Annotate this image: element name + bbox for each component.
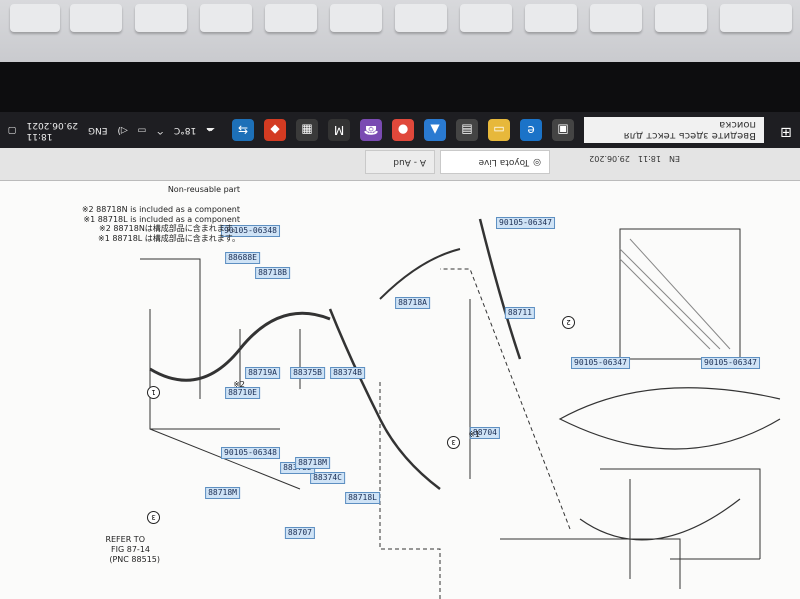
key <box>655 4 707 32</box>
weather-icon[interactable]: ☁ <box>206 125 216 135</box>
tab-label: A - Aud <box>393 157 426 167</box>
battery-icon[interactable]: ▭ <box>137 125 147 135</box>
dashed-line <box>379 379 441 599</box>
calculator-icon[interactable]: ▦ <box>296 119 318 141</box>
tab-other[interactable]: A - Aud <box>365 150 435 174</box>
part-label-90105-06347[interactable]: 90105-06347 <box>496 217 555 229</box>
line <box>500 538 681 589</box>
pipe <box>149 311 331 382</box>
teamviewer-icon[interactable]: ⇆ <box>232 119 254 141</box>
pnc-text: (PNC 88515) <box>109 555 160 564</box>
screen: 88707 88718L 88374C 88375D 88718M 88718M… <box>0 112 800 599</box>
clock-date: 29.06.2021 <box>26 120 79 130</box>
screen-inner: 88707 88718L 88374C 88375D 88718M 88718M… <box>0 112 800 599</box>
dashed-line <box>440 268 571 530</box>
part-label-88718M[interactable]: 88718M <box>205 487 240 499</box>
viber-icon[interactable]: ☎ <box>360 119 382 141</box>
remote-date: 29.06.202 <box>589 154 630 163</box>
part-label-90105-06347[interactable]: 90105-06347 <box>701 357 760 369</box>
part-label-88718A[interactable]: 88718A <box>395 297 430 309</box>
lang-indicator[interactable]: ENG <box>88 125 108 135</box>
pipe <box>379 248 461 300</box>
system-tray: ☁ 18°C ^ ▭ ◁) ENG 18:11 29.06.2021 ▢ <box>8 119 215 141</box>
tab-label: Toyota Live <box>478 157 530 167</box>
part-label-88374B[interactable]: 88374B <box>330 367 365 379</box>
line <box>600 468 761 559</box>
note-jp-2: ※2 88718Nは構成部品に含まれます。 <box>99 224 240 233</box>
chevron-up-icon[interactable]: ^ <box>156 125 164 135</box>
key <box>395 4 447 32</box>
diagram-lines <box>140 218 781 599</box>
task-view-icon[interactable]: ▣ <box>552 119 574 141</box>
volume-icon[interactable]: ◁) <box>117 125 128 135</box>
file-explorer-icon[interactable]: ▭ <box>488 119 510 141</box>
part-label-90105-06347[interactable]: 90105-06347 <box>571 357 630 369</box>
clock-time: 18:11 <box>26 131 53 141</box>
key <box>330 4 382 32</box>
part-label-88718M[interactable]: 88718M <box>295 457 330 469</box>
tab-toyota-live[interactable]: ◎ Toyota Live <box>440 150 550 174</box>
body-outline <box>579 498 741 541</box>
part-label-90105-06348[interactable]: 90105-06348 <box>221 447 280 459</box>
callout-3: 3 <box>147 511 160 524</box>
line <box>149 309 301 490</box>
remote-tray: EN 18:11 29.06.202 <box>589 154 680 163</box>
mail-icon[interactable]: M <box>328 119 350 141</box>
star-note-1: ※1 <box>468 430 480 439</box>
toyota-logo-icon: ◎ <box>533 157 541 167</box>
condenser-outline <box>619 228 741 360</box>
refer-text: REFER TO <box>105 535 145 544</box>
callout-1: 1 <box>147 386 160 399</box>
part-label-88375B[interactable]: 88375B <box>290 367 325 379</box>
line <box>140 258 201 399</box>
hose <box>478 218 522 360</box>
start-icon[interactable]: ⊞ <box>780 124 792 140</box>
office-icon[interactable]: ◆ <box>264 119 286 141</box>
store-icon[interactable]: ▤ <box>456 119 478 141</box>
monitor-bezel <box>0 62 800 114</box>
body-outline <box>558 387 781 450</box>
notifications-icon[interactable]: ▢ <box>8 125 17 135</box>
key <box>265 4 317 32</box>
key <box>720 4 792 32</box>
part-label-88688E[interactable]: 88688E <box>225 252 260 264</box>
callout-2: 2 <box>562 316 575 329</box>
browser-tabbar: ◎ Toyota Live A - Aud EN 18:11 29.06.202 <box>0 148 800 181</box>
part-label-88719A[interactable]: 88719A <box>245 367 280 379</box>
key <box>590 4 642 32</box>
taskbar-search-input[interactable]: Введите здесь текст для поиска <box>584 117 764 143</box>
clock[interactable]: 18:11 29.06.2021 <box>27 119 79 141</box>
keyboard-area <box>0 0 800 72</box>
part-label-88718B[interactable]: 88718B <box>255 267 290 279</box>
hose <box>328 308 441 490</box>
star-note-2: ※2 <box>233 380 245 389</box>
photos-icon[interactable]: ▲ <box>424 119 446 141</box>
key <box>70 4 122 32</box>
remote-time: 18:11 <box>637 154 661 163</box>
remote-lang: EN <box>668 154 680 163</box>
key <box>10 4 60 32</box>
note-en-1: ※1 88718L is included as a component <box>83 215 240 224</box>
callout-3: 3 <box>447 436 460 449</box>
key <box>525 4 577 32</box>
key <box>135 4 187 32</box>
note-en-2: ※2 88718N is included as a component <box>81 205 240 214</box>
edge-icon[interactable]: e <box>520 119 542 141</box>
nonreusable-note: Non-reusable part <box>167 185 240 194</box>
condenser-fins <box>619 238 731 350</box>
part-label-88711[interactable]: 88711 <box>504 307 535 319</box>
weather-temp[interactable]: 18°C <box>173 125 197 135</box>
note-jp-1: ※1 88718L は構成部品に含まれます。 <box>98 234 240 243</box>
fig-reference-link[interactable]: FIG 87-14 <box>111 545 150 554</box>
key <box>200 4 252 32</box>
part-label-88374C[interactable]: 88374C <box>310 472 345 484</box>
chrome-icon[interactable]: ● <box>392 119 414 141</box>
key <box>460 4 512 32</box>
parts-diagram: 88707 88718L 88374C 88375D 88718M 88718M… <box>0 180 800 599</box>
part-label-88718L[interactable]: 88718L <box>345 492 380 504</box>
part-label-88707[interactable]: 88707 <box>284 527 315 539</box>
windows-taskbar: ⊞ Введите здесь текст для поиска ▣ e ▭ ▤… <box>0 112 800 148</box>
